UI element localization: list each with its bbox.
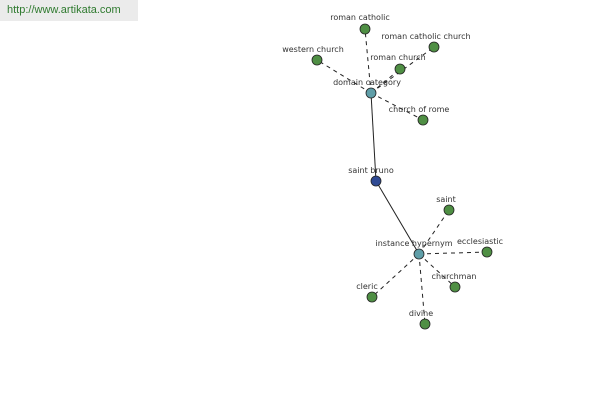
node-church-of-rome[interactable] (417, 114, 429, 126)
node-domain-category[interactable] (365, 87, 377, 99)
site-url-banner[interactable]: http://www.artikata.com (0, 0, 138, 21)
label-cleric[interactable]: cleric (356, 282, 377, 291)
node-roman-catholic[interactable] (359, 23, 371, 35)
label-domain-category[interactable]: domain category (333, 78, 401, 87)
edge-hypernym-ecclesiastic (418, 251, 488, 255)
label-roman-catholic-church[interactable]: roman catholic church (381, 32, 470, 41)
node-saint-bruno[interactable] (370, 175, 382, 187)
label-churchman[interactable]: churchman (432, 272, 477, 281)
edge-hypernym-churchman (418, 253, 456, 288)
label-roman-catholic[interactable]: roman catholic (330, 13, 390, 22)
node-roman-church[interactable] (394, 63, 406, 75)
label-divine[interactable]: divine (409, 309, 433, 318)
label-instance-hypernym[interactable]: instance hypernym (376, 239, 453, 248)
label-roman-church[interactable]: roman church (370, 53, 425, 62)
edge-hypernym-cleric (371, 253, 420, 298)
edge-saint-bruno-hypernym (375, 180, 420, 255)
edge-hypernym-saint (418, 209, 450, 255)
node-churchman[interactable] (449, 281, 461, 293)
edge-domain-roman-church (370, 68, 401, 94)
node-divine[interactable] (419, 318, 431, 330)
edge-domain-roman-catholic (364, 28, 372, 94)
node-roman-catholic-church[interactable] (428, 41, 440, 53)
label-saint[interactable]: saint (436, 195, 456, 204)
edge-domain-western-church (316, 59, 372, 94)
node-cleric[interactable] (366, 291, 378, 303)
node-saint[interactable] (443, 204, 455, 216)
edge-hypernym-divine (418, 253, 426, 325)
edge-domain-saint-bruno (370, 92, 377, 182)
node-instance-hypernym[interactable] (413, 248, 425, 260)
label-church-of-rome[interactable]: church of rome (389, 105, 450, 114)
edge-domain-roman-catholic-church (370, 46, 435, 94)
label-western-church[interactable]: western church (282, 45, 344, 54)
node-ecclesiastic[interactable] (481, 246, 493, 258)
node-western-church[interactable] (311, 54, 323, 66)
label-saint-bruno[interactable]: saint bruno (348, 166, 394, 175)
edge-domain-church-of-rome (370, 92, 424, 121)
label-ecclesiastic[interactable]: ecclesiastic (457, 237, 503, 246)
